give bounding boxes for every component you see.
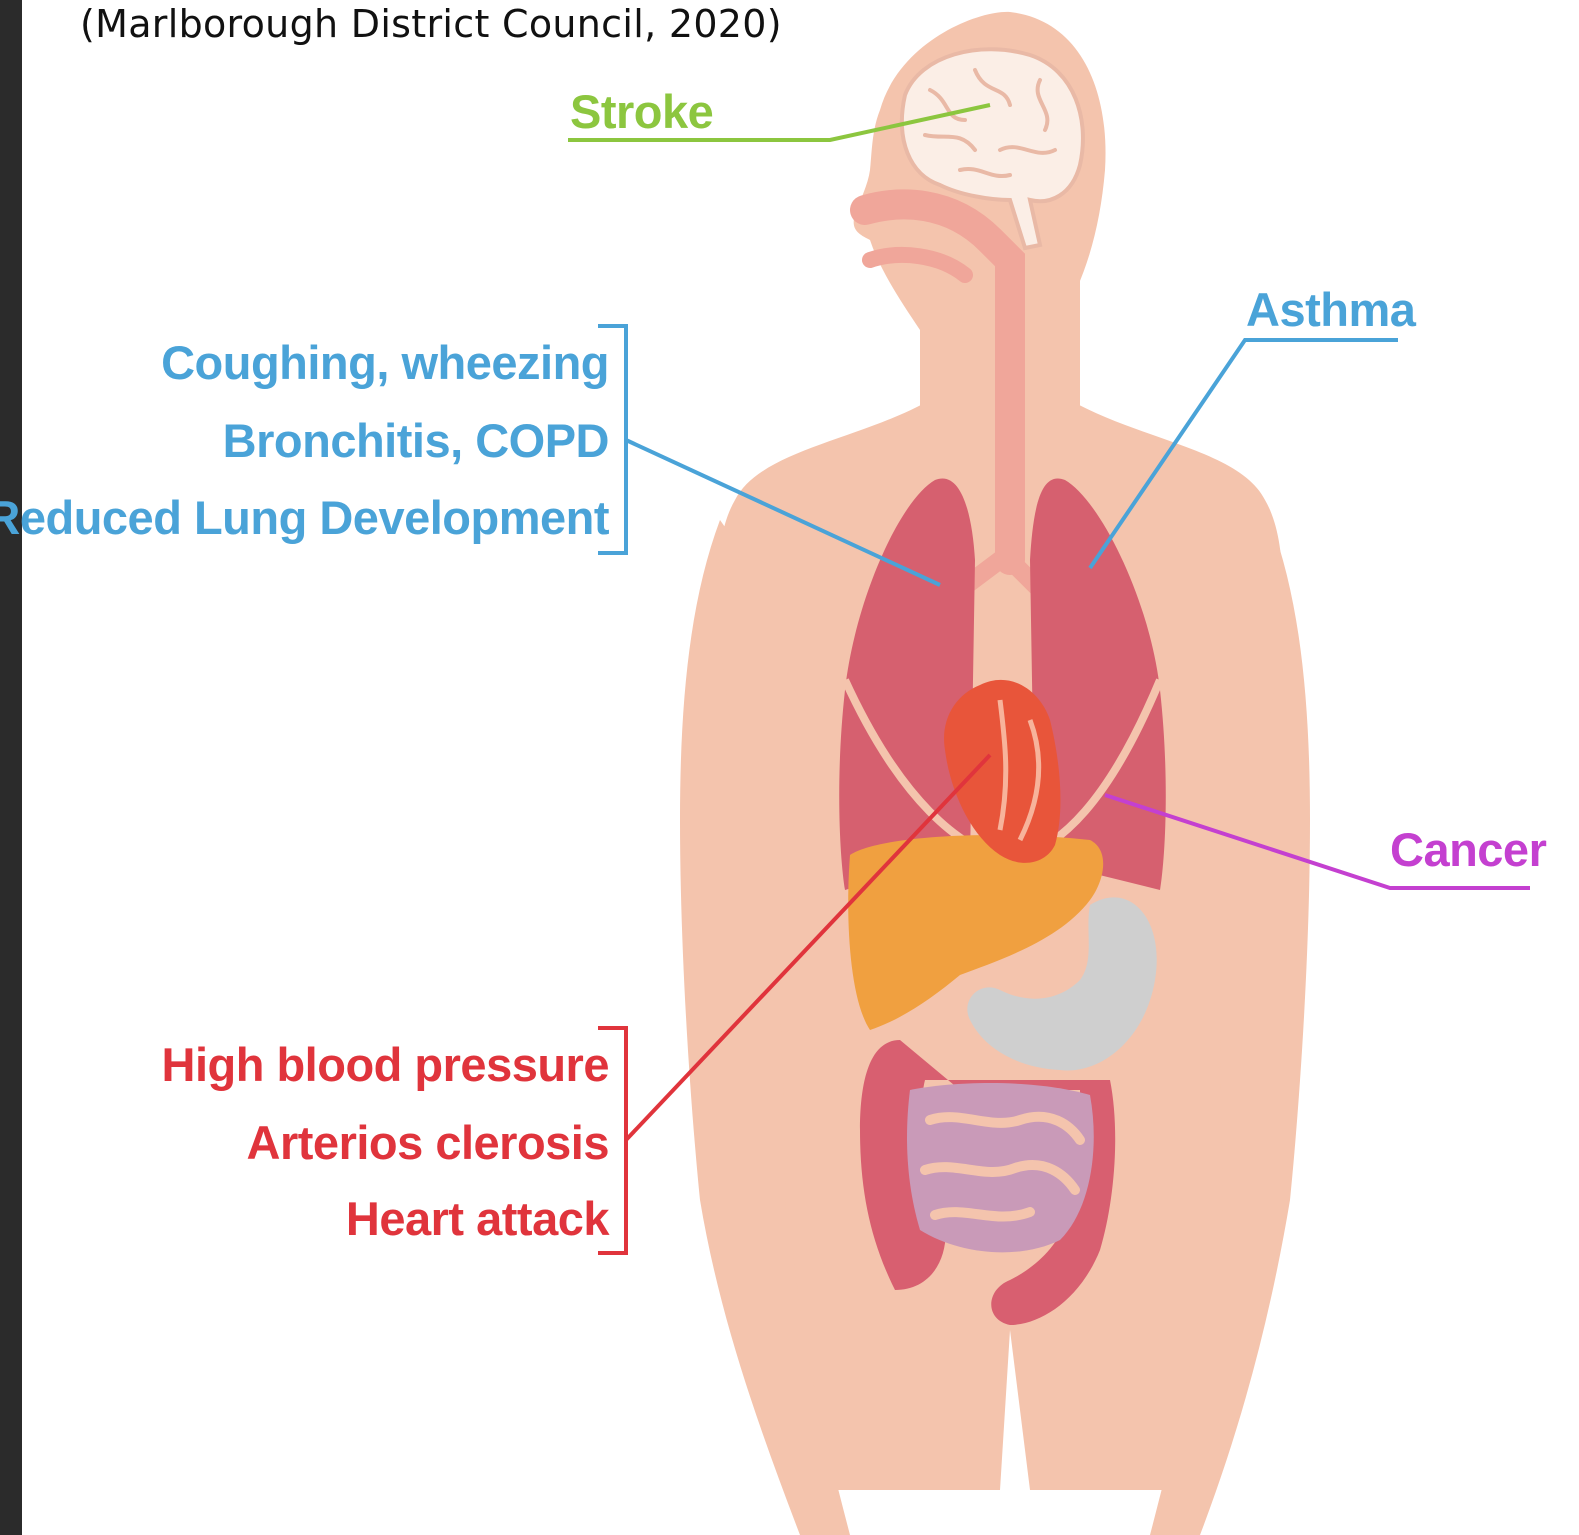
cardio-label-heart-attack: Heart attack: [346, 1191, 609, 1246]
stroke-label: Stroke: [570, 84, 713, 139]
cardio-label-high-blood-pressure: High blood pressure: [162, 1037, 610, 1092]
cancer-label: Cancer: [1390, 822, 1546, 877]
asthma-label: Asthma: [1246, 282, 1415, 337]
respiratory-label-coughing: Coughing, wheezing: [161, 335, 609, 390]
respiratory-label-bronchitis: Bronchitis, COPD: [223, 413, 609, 468]
cardio-label-arteriosclerosis: Arterios clerosis: [247, 1115, 609, 1170]
respiratory-label-lung-development: Reduced Lung Development: [0, 490, 609, 545]
